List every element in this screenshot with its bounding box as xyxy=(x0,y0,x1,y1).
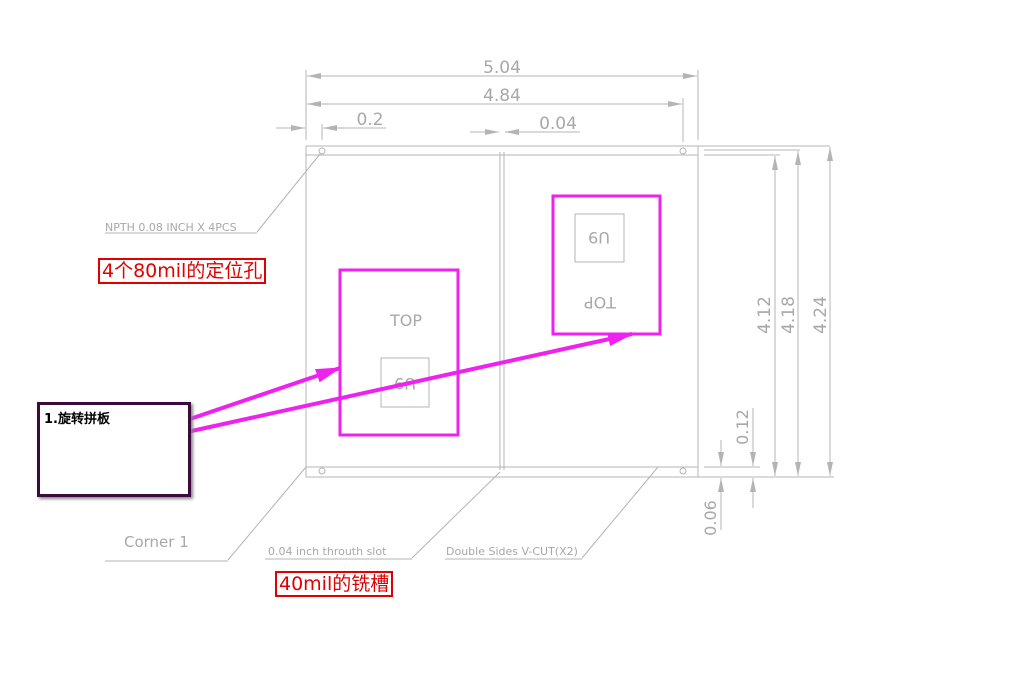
dimension-rail-offset: 0.2 xyxy=(276,110,386,140)
tooling-hole xyxy=(679,467,687,475)
rotate-arrow-right xyxy=(186,332,634,434)
svg-text:0.12: 0.12 xyxy=(733,409,752,445)
svg-text:0.04: 0.04 xyxy=(539,114,577,134)
dimension-height-mid: 4.18 xyxy=(779,151,801,476)
slot-annotation: 40mil的铣槽 xyxy=(275,571,394,597)
svg-text:NPTH 0.08 INCH X 4PCS: NPTH 0.08 INCH X 4PCS xyxy=(105,221,237,234)
u9-footprint xyxy=(574,213,625,263)
vcut-callout: Double Sides V-CUT(X2) xyxy=(445,466,659,560)
rotate-note-box: 1.旋转拼板 xyxy=(37,402,191,497)
panel-outline xyxy=(305,145,834,478)
rotate-arrow-left xyxy=(186,366,342,422)
dimension-rail-hole: 0.12 xyxy=(733,408,756,508)
svg-text:4.84: 4.84 xyxy=(483,86,521,106)
svg-text:Corner 1: Corner 1 xyxy=(124,533,189,551)
holes-annotation: 4个80mil的定位孔 xyxy=(98,258,267,284)
right-board: U9 TOP xyxy=(551,194,662,336)
dimension-slot-width: 0.04 xyxy=(470,114,580,135)
svg-text:0.2: 0.2 xyxy=(356,110,383,130)
svg-text:TOP: TOP xyxy=(389,311,422,330)
tooling-hole xyxy=(318,467,326,475)
npth-callout: NPTH 0.08 INCH X 4PCS xyxy=(105,153,321,234)
rotate-note-text: 1.旋转拼板 xyxy=(44,412,110,427)
dimension-height-inner: 4.12 xyxy=(755,156,778,476)
svg-text:TOP: TOP xyxy=(584,293,617,312)
svg-text:Double Sides V-CUT(X2): Double Sides V-CUT(X2) xyxy=(446,545,578,558)
corner-callout: Corner 1 xyxy=(105,466,307,562)
tooling-hole xyxy=(318,147,326,155)
dimension-inner-width: 4.84 xyxy=(307,86,684,142)
svg-text:4.24: 4.24 xyxy=(811,296,831,334)
svg-text:0.06: 0.06 xyxy=(701,500,720,536)
u9-footprint xyxy=(380,357,430,408)
svg-text:0.04 inch throuth slot: 0.04 inch throuth slot xyxy=(268,545,387,558)
left-board: TOP U9 xyxy=(338,268,460,437)
svg-text:U9: U9 xyxy=(588,228,610,247)
dimension-hole-edge: 0.06 xyxy=(701,440,724,536)
dimension-height-overall: 4.24 xyxy=(811,147,833,476)
dimension-overall-width: 5.04 xyxy=(305,58,699,140)
svg-text:4.12: 4.12 xyxy=(755,296,775,334)
svg-text:5.04: 5.04 xyxy=(483,58,521,78)
tooling-hole xyxy=(679,147,687,155)
svg-text:4.18: 4.18 xyxy=(779,296,799,334)
slot-callout: 0.04 inch throuth slot xyxy=(265,471,501,560)
